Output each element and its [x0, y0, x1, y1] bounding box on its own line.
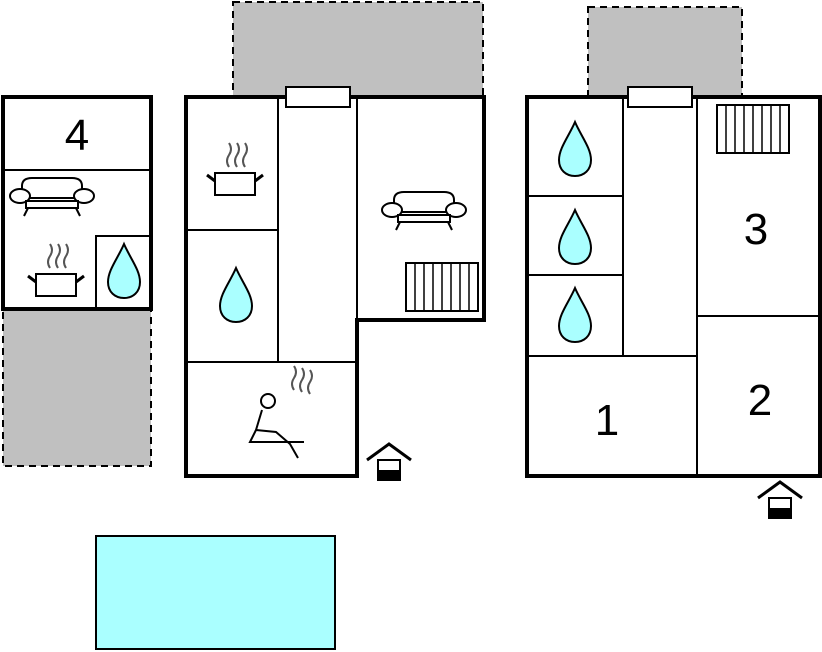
room-label-4: 4 — [65, 111, 89, 160]
terrace-left — [2, 308, 152, 467]
building-left: 4 — [1, 95, 153, 311]
room-label-2: 2 — [748, 376, 772, 425]
room-label-1: 1 — [595, 396, 619, 445]
radiator-icon — [716, 104, 790, 154]
entrance-house-icon — [365, 442, 413, 482]
radiator-icon — [405, 262, 479, 312]
terrace-top-right — [587, 6, 743, 97]
building-right: 3 2 1 — [525, 86, 822, 478]
sauna-icon — [248, 365, 313, 459]
pool — [95, 535, 336, 650]
window-top-middle — [285, 86, 351, 108]
room-label-3: 3 — [744, 205, 768, 254]
window-top-right — [627, 86, 693, 108]
terrace-top-middle — [232, 1, 484, 97]
entrance-house-icon — [756, 480, 804, 520]
building-middle — [184, 86, 486, 478]
